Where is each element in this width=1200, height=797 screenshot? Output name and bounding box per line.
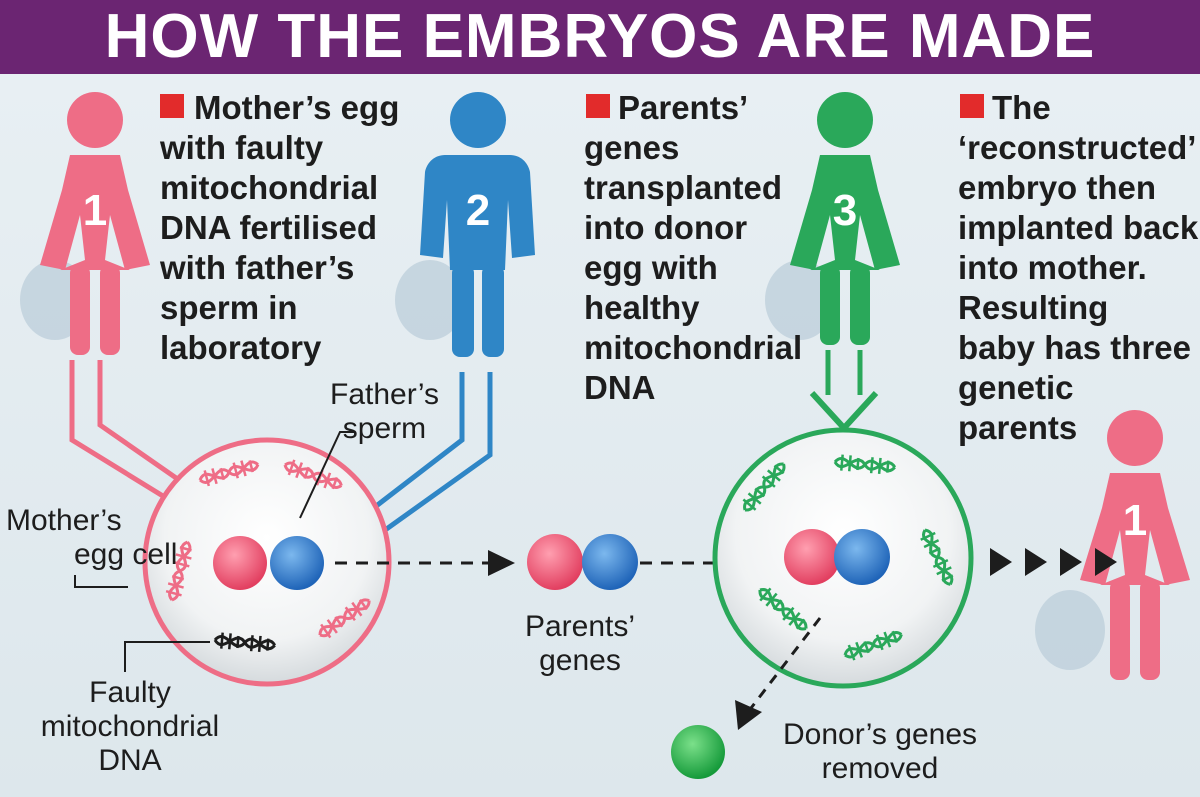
- step-1-text: Mother’s egg with faulty mitochondrial D…: [160, 88, 399, 368]
- step-4-line: into mother.: [958, 249, 1147, 286]
- father-figure-icon: 2: [420, 92, 535, 357]
- sperm-leader-line: [299, 431, 355, 519]
- step-4-line: The: [992, 89, 1051, 126]
- bullet-icon: [160, 94, 184, 118]
- bullet-icon: [586, 94, 610, 118]
- mother-figure-icon: 1: [40, 92, 150, 355]
- bullet-icon: [960, 94, 984, 118]
- donor-to-cell-arrow: [809, 350, 879, 433]
- donor-figure-icon: 3: [790, 92, 900, 345]
- step-3-line: healthy: [584, 289, 700, 326]
- step-3-line: into donor: [584, 209, 748, 246]
- step-1-line: DNA fertilised: [160, 209, 377, 246]
- faulty-dna-label: Faulty mitochondrial DNA: [40, 676, 220, 777]
- parents-genes-label: Parents’ genes: [524, 610, 636, 677]
- implant-arrows: [990, 548, 1117, 576]
- title-bar: HOW THE EMBRYOS ARE MADE: [0, 0, 1200, 74]
- step-number-3: 3: [833, 186, 857, 235]
- step-4-line: baby has three: [958, 329, 1191, 366]
- donors-genes-removed-label: Donor’s genes removed: [782, 718, 978, 785]
- faulty-dna-leader-line: [124, 641, 210, 672]
- parents-genes-icon: [527, 534, 638, 590]
- step-3-line: Parents’: [618, 89, 749, 126]
- step-3-line: genes: [584, 129, 680, 166]
- figure-shadow: [395, 260, 465, 340]
- step-1-line: Mother’s egg: [194, 89, 400, 126]
- step-1-line: with father’s: [160, 249, 355, 286]
- step-4-text: The ‘reconstructed’ embryo then implante…: [958, 88, 1200, 448]
- donor-genes-removed-icon: [671, 725, 725, 779]
- step-number-1: 1: [83, 186, 107, 235]
- step-1-line: sperm in: [160, 289, 298, 326]
- step-3-line: egg with: [584, 249, 718, 286]
- step-4-line: implanted back: [958, 209, 1199, 246]
- step-3-line: DNA: [584, 369, 656, 406]
- step-3-text: Parents’ genes transplanted into donor e…: [584, 88, 802, 408]
- step-1-line: mitochondrial: [160, 169, 379, 206]
- step-number-4: 1: [1123, 496, 1147, 545]
- arrowhead-1: [488, 550, 515, 576]
- step-number-2: 2: [466, 186, 490, 235]
- mothers-egg-cell: [142, 437, 392, 687]
- step-1-line: laboratory: [160, 329, 322, 366]
- step-3-line: mitochondrial: [584, 329, 803, 366]
- donor-egg-cell: [712, 427, 974, 689]
- page-title: HOW THE EMBRYOS ARE MADE: [104, 2, 1096, 71]
- mothers-egg-cell-label: Mother’s egg cell: [6, 504, 178, 571]
- step-4-line: genetic: [958, 369, 1074, 406]
- step-4-line: ‘reconstructed’: [958, 129, 1197, 166]
- step-3-line: transplanted: [584, 169, 783, 206]
- egg-cell-leader-line: [74, 575, 128, 588]
- figure-shadow: [765, 260, 835, 340]
- arrowhead-removed: [735, 700, 762, 730]
- step-4-line: Resulting: [958, 289, 1109, 326]
- step-1-line: with faulty: [160, 129, 324, 166]
- step-4-line: embryo then: [958, 169, 1157, 206]
- step-4-line: parents: [958, 409, 1078, 446]
- fathers-sperm-label: Father’s sperm: [330, 378, 439, 445]
- figure-shadow: [1035, 590, 1105, 670]
- dashed-arrow-removed: [746, 617, 822, 713]
